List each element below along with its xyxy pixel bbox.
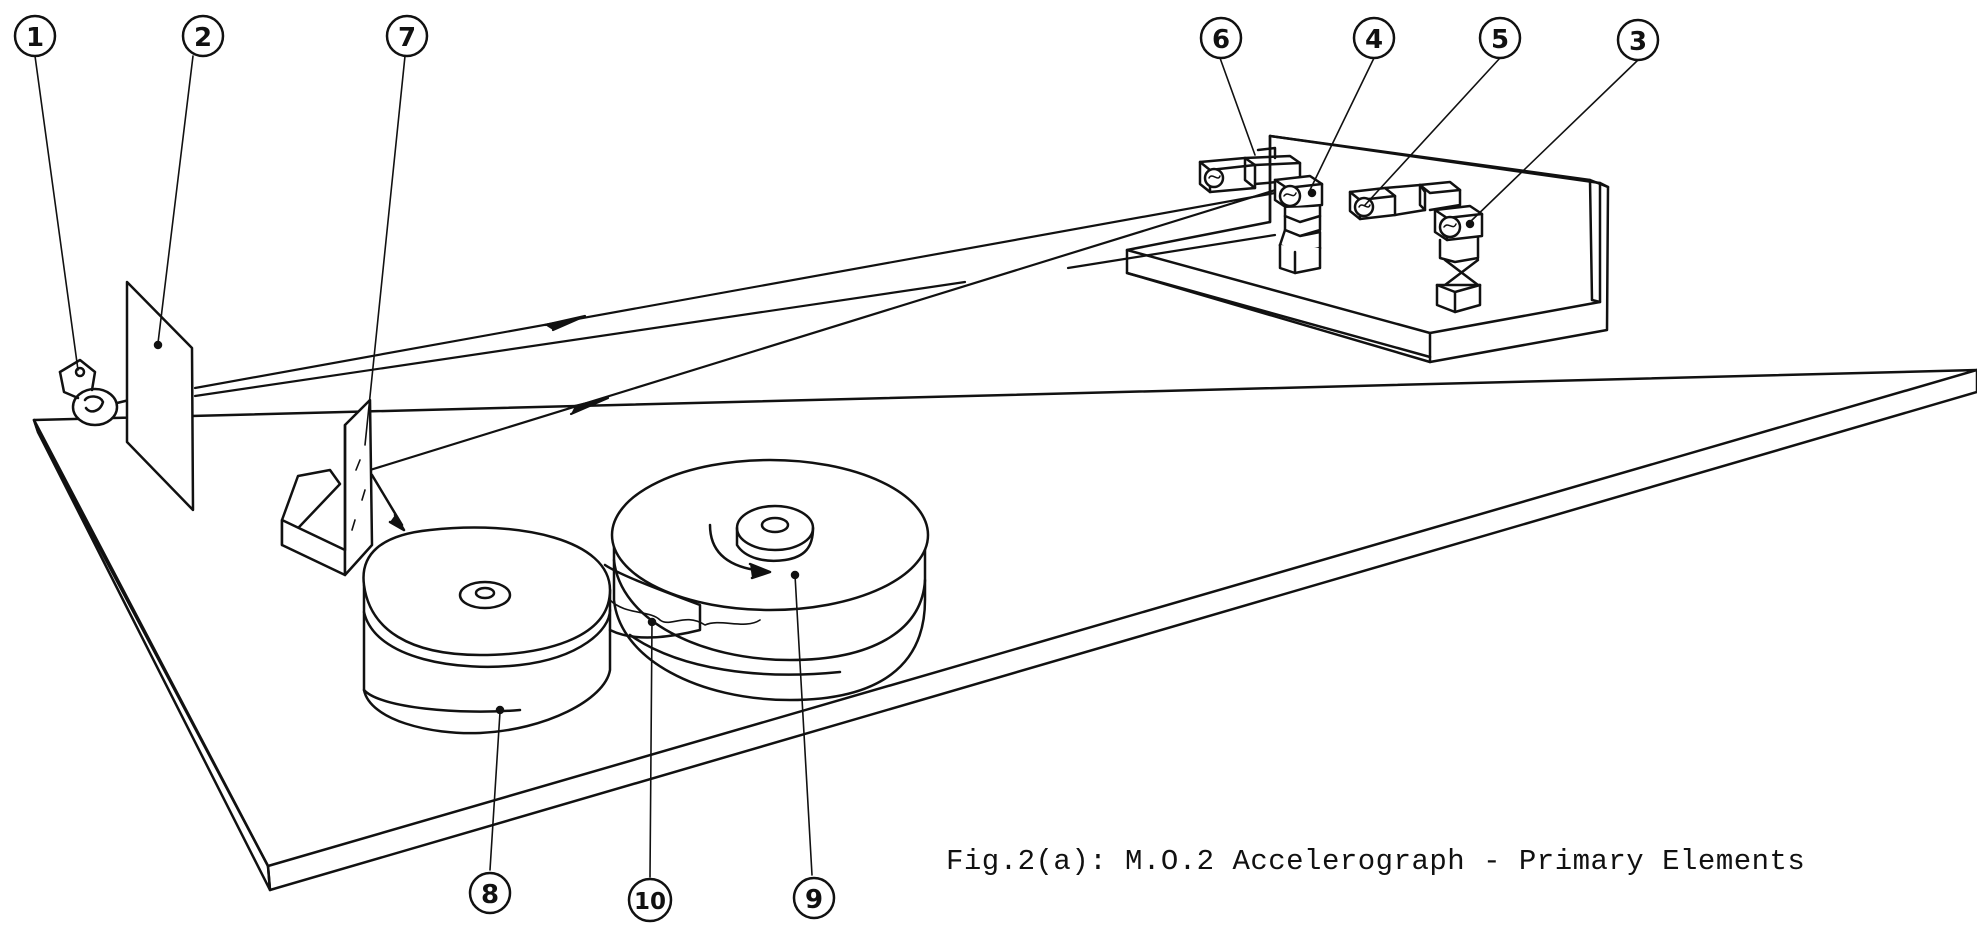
callout-8: 8 — [468, 871, 512, 915]
svg-text:1: 1 — [26, 23, 44, 53]
svg-text:7: 7 — [398, 23, 416, 53]
figure-caption: Fig.2(a): M.O.2 Accelerograph - Primary … — [946, 845, 1806, 878]
beam-arrow-return — [569, 396, 610, 416]
callout-10: 10 — [627, 877, 673, 923]
callout-4: 4 — [1352, 16, 1396, 60]
callout-3: 3 — [1616, 18, 1660, 62]
leader-3 — [1469, 59, 1639, 223]
svg-text:4: 4 — [1365, 25, 1383, 55]
light-source — [58, 358, 165, 427]
leader-7 — [364, 55, 406, 446]
leader-lines — [34, 55, 1639, 878]
leader-2 — [157, 55, 194, 344]
light-beams — [193, 186, 1284, 472]
accelerometer-3 — [1418, 180, 1484, 314]
svg-text:9: 9 — [805, 885, 823, 915]
leader-4 — [1309, 57, 1375, 191]
drum-8 — [362, 526, 612, 735]
svg-text:6: 6 — [1212, 25, 1230, 55]
slit-plate — [125, 280, 195, 512]
callout-1: 1 — [13, 14, 57, 58]
svg-text:8: 8 — [481, 880, 499, 910]
accelerometer-4 — [1273, 174, 1324, 275]
leader-8 — [489, 711, 501, 871]
svg-text:2: 2 — [194, 23, 212, 53]
callout-2: 2 — [181, 14, 225, 58]
callout-6: 6 — [1199, 16, 1243, 60]
beam-arrow-forward — [543, 314, 587, 332]
leader-9 — [794, 574, 813, 876]
leader-5 — [1364, 57, 1501, 206]
mounting-bracket — [1125, 134, 1610, 364]
leader-10 — [649, 621, 653, 878]
svg-text:5: 5 — [1491, 25, 1509, 55]
accelerometer-6 — [1198, 146, 1302, 194]
svg-text:10: 10 — [634, 889, 666, 915]
base-plate — [32, 368, 1977, 892]
recording-film — [603, 563, 761, 639]
leader-6 — [1219, 57, 1256, 156]
callout-7: 7 — [385, 14, 429, 58]
leader-1 — [34, 55, 79, 371]
drum-9 — [610, 458, 930, 702]
callout-9: 9 — [792, 876, 836, 920]
accelerometer-5 — [1348, 183, 1427, 221]
svg-text:3: 3 — [1629, 27, 1647, 57]
callout-5: 5 — [1478, 16, 1522, 60]
